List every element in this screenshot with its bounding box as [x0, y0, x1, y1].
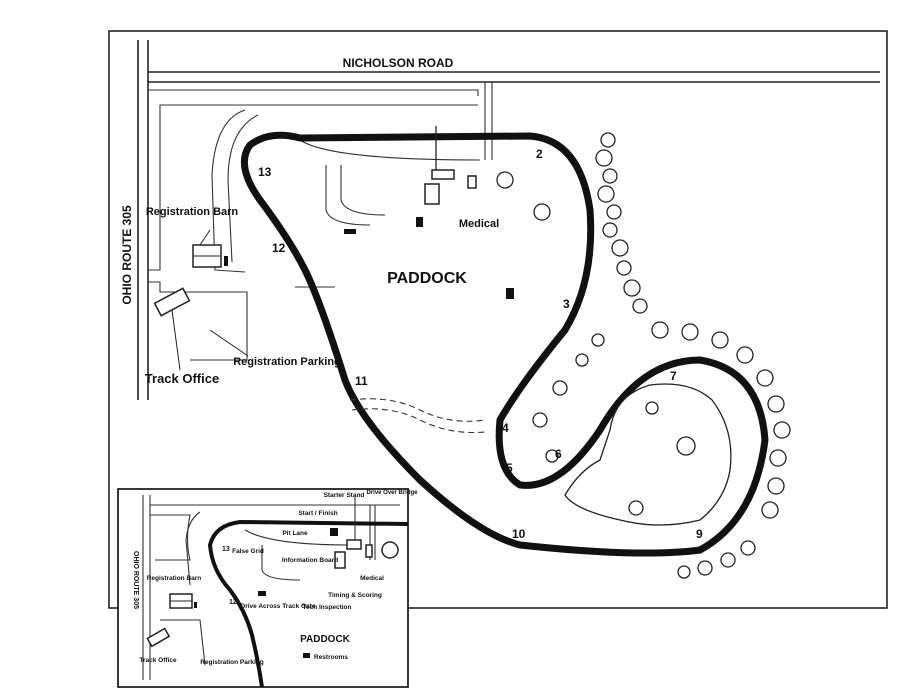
race-track — [240, 131, 769, 557]
turn-11: 11 — [355, 374, 368, 388]
entrance-drives — [148, 82, 493, 361]
inset-paddock: PADDOCK — [300, 634, 351, 645]
turn-12: 12 — [272, 241, 286, 255]
track-office-building — [153, 287, 191, 317]
inset-drive-over-bridge: Drive Over Bridge — [366, 490, 418, 496]
track-crossing-path — [349, 398, 486, 422]
turn-3: 3 — [563, 297, 570, 311]
inset-tech-inspection: Tech Inspection — [303, 604, 352, 611]
ohio-route-305 — [137, 40, 149, 400]
inset-timing-scoring: Timing & Scoring — [328, 592, 382, 599]
medical-label: Medical — [459, 218, 499, 230]
turn-9: 9 — [696, 527, 703, 541]
inset-restrooms: Restrooms — [314, 654, 348, 661]
turn-7: 7 — [670, 369, 677, 383]
inset-turn-12: 12 — [229, 599, 237, 606]
medical-building — [467, 175, 477, 189]
inset-ohio-route-label: OHIO ROUTE 305 — [132, 551, 139, 609]
restroom-2 — [344, 229, 356, 234]
inset-start-finish: Start / Finish — [298, 510, 337, 517]
registration-parking-label: Registration Parking — [233, 356, 341, 368]
infield-woods — [564, 383, 732, 526]
inset-registration-barn: Registration Barn — [147, 575, 202, 582]
paddock-label: PADDOCK — [387, 270, 467, 287]
tower-building — [431, 169, 455, 180]
inset-information-board: Information Board — [282, 557, 338, 564]
inset-track-office: Track Office — [139, 657, 177, 664]
inset-registration-parking: Registration Parking — [200, 659, 264, 666]
restroom-1 — [416, 217, 423, 227]
nicholson-road-label: NICHOLSON ROAD — [343, 56, 454, 70]
map-frame — [108, 30, 888, 609]
turn-10: 10 — [512, 527, 526, 541]
tree-line — [496, 132, 791, 579]
inset-starter-stand: Starter Stand — [324, 492, 365, 499]
nicholson-road — [148, 71, 880, 83]
track-office-label: Track Office — [145, 371, 219, 386]
ohio-route-305-label: OHIO ROUTE 305 — [120, 205, 134, 305]
inset-medical: Medical — [360, 575, 384, 582]
restroom-3 — [506, 288, 514, 299]
turn-2: 2 — [536, 147, 543, 161]
inset-map — [117, 488, 409, 688]
inset-turn-13: 13 — [222, 546, 230, 553]
inset-drive-across-track: Drive Across Track Gate — [241, 603, 316, 610]
turn-4: 4 — [502, 421, 509, 435]
inset-pit-lane: Pit Lane — [282, 530, 308, 537]
turn-5: 5 — [506, 461, 513, 475]
inset-false-grid: False Grid — [232, 548, 264, 555]
registration-barn-label: Registration Barn — [146, 206, 239, 218]
turn-13: 13 — [258, 165, 272, 179]
turn-6: 6 — [555, 447, 562, 461]
